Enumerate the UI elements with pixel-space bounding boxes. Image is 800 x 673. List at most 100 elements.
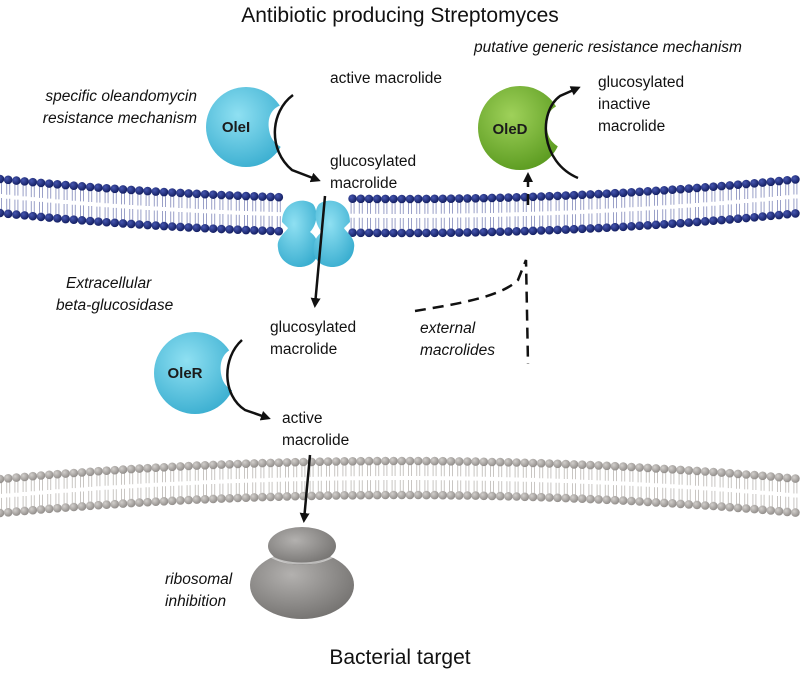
lipid-head	[323, 457, 333, 466]
lipid-head	[151, 463, 161, 473]
lipid-head	[758, 178, 767, 187]
lipid-head	[200, 189, 210, 199]
lipid-tail	[793, 478, 798, 513]
ribosomal-inhibition-line1: ribosomal	[165, 571, 233, 588]
lipid-head	[225, 494, 234, 503]
lipid-tail	[637, 191, 642, 226]
lipid-tail	[276, 197, 281, 232]
lipid-head	[750, 470, 759, 480]
lipid-tail	[178, 192, 183, 227]
lipid-tail	[613, 466, 617, 501]
lipid-head	[413, 456, 423, 466]
lipid-head	[405, 194, 415, 204]
lipid-head	[85, 182, 95, 192]
lipid-head	[28, 211, 38, 221]
lipid-head	[159, 463, 169, 472]
lipid-tail	[457, 198, 462, 233]
lipid-head	[389, 228, 398, 238]
lipid-head	[28, 177, 38, 187]
transporter-icon	[277, 200, 355, 268]
olei-enzyme: OleI	[206, 87, 292, 167]
lipid-tail	[572, 464, 576, 499]
lipid-head	[643, 187, 653, 196]
lipid-head	[159, 221, 169, 231]
lipid-head	[36, 212, 46, 222]
lipid-head	[118, 219, 128, 228]
lipid-head	[487, 227, 497, 237]
lipid-head	[454, 457, 464, 466]
lipid-tail	[777, 477, 781, 511]
lipid-tail	[6, 478, 11, 513]
lipid-tail	[334, 461, 339, 496]
lipid-head	[241, 225, 251, 235]
lipid-tail	[514, 462, 519, 497]
lipid-head	[340, 491, 349, 500]
lipid-tail	[358, 198, 363, 233]
lipid-head	[791, 508, 800, 517]
lipid-head	[282, 458, 292, 467]
lipid-head	[217, 460, 226, 469]
lipid-tail	[63, 473, 68, 508]
lipid-head	[44, 179, 54, 188]
lipid-tail	[47, 183, 52, 218]
lipid-head	[258, 458, 267, 468]
lipid-tail	[14, 180, 19, 215]
lipid-head	[176, 462, 185, 471]
lipid-tail	[55, 474, 60, 509]
lipid-head	[200, 223, 210, 233]
lipid-tail	[547, 196, 552, 231]
lipid-head	[504, 492, 513, 501]
lipid-head	[651, 186, 661, 196]
lipid-head	[20, 211, 29, 220]
lipid-head	[627, 188, 636, 197]
ribosomal-inhibition-line2: inhibition	[165, 593, 226, 610]
lipid-head	[635, 221, 644, 231]
oled-enzyme: OleD	[478, 86, 570, 170]
lipid-head	[495, 193, 505, 203]
lipid-tail	[580, 194, 585, 229]
lipid-head	[126, 498, 136, 508]
lipid-head	[258, 492, 267, 502]
glucosylated-macrolide-2-line2: macrolide	[270, 341, 337, 358]
lipid-tail	[506, 197, 511, 232]
lipid-head	[118, 499, 128, 508]
lipid-head	[372, 194, 382, 204]
lipid-head	[225, 460, 234, 469]
lipid-head	[356, 228, 366, 238]
lipid-head	[94, 466, 103, 476]
lipid-head	[668, 185, 677, 195]
lipid-tail	[727, 185, 732, 220]
lipid-head	[659, 185, 669, 195]
lipid-head	[520, 492, 530, 502]
lipid-head	[479, 491, 489, 501]
lipid-tail	[6, 179, 11, 214]
lipid-head	[225, 191, 234, 200]
lipid-head	[463, 228, 472, 237]
lipid-head	[184, 223, 193, 232]
lipid-head	[717, 468, 726, 477]
target-membrane	[0, 456, 800, 518]
lipid-head	[774, 176, 784, 186]
lipid-head	[422, 194, 431, 204]
lipid-tail	[678, 189, 683, 224]
lipid-head	[561, 459, 571, 469]
lipid-head	[126, 464, 136, 474]
lipid-tail	[416, 461, 421, 495]
lipid-tail	[71, 473, 76, 508]
lipid-tail	[555, 463, 560, 498]
lipid-head	[618, 188, 628, 198]
lipid-head	[118, 185, 128, 194]
lipid-head	[627, 222, 636, 231]
lipid-head	[94, 183, 103, 192]
lipid-head	[184, 189, 193, 198]
lipid-tail	[276, 462, 281, 497]
lipid-head	[545, 493, 554, 502]
lipid-head	[446, 491, 456, 500]
lipid-tail	[104, 470, 109, 505]
lipid-head	[200, 495, 210, 504]
lipid-head	[356, 456, 366, 466]
lipid-head	[159, 187, 169, 197]
lipid-head	[512, 227, 521, 236]
lipid-tail	[727, 473, 732, 508]
lipid-head	[102, 466, 111, 476]
